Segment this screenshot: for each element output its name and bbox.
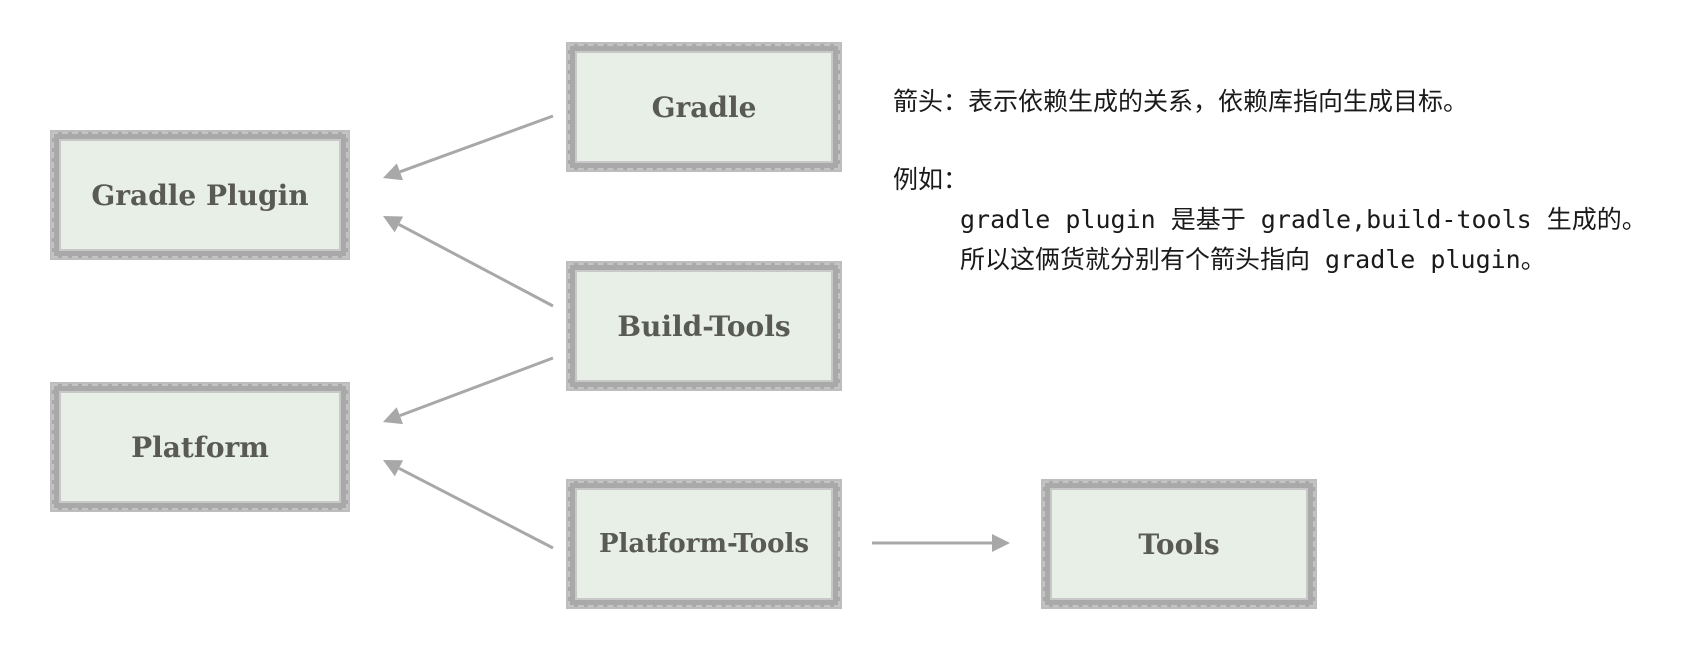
arrowhead-build-tools-to-gradle-plugin xyxy=(383,216,404,233)
node-label: Build-Tools xyxy=(617,309,791,343)
note-example-heading: 例如： xyxy=(893,165,969,194)
arrow-gradle-to-gradle-plugin xyxy=(399,114,554,174)
arrow-build-tools-to-gradle-plugin xyxy=(398,223,554,308)
node-gradle-plugin: Gradle Plugin xyxy=(52,132,348,258)
node-build-tools: Build-Tools xyxy=(568,263,840,389)
node-label: Gradle Plugin xyxy=(91,178,309,212)
note-arrow-meaning: 箭头：表示依赖生成的关系，依赖库指向生成目标。 xyxy=(893,87,1469,116)
node-platform: Platform xyxy=(52,384,348,510)
arrowhead-platform-tools-to-tools xyxy=(992,534,1010,552)
arrow-platform-tools-to-platform xyxy=(398,466,554,550)
node-label: Tools xyxy=(1138,527,1220,561)
node-label: Platform-Tools xyxy=(598,529,810,559)
arrow-build-tools-to-platform xyxy=(399,356,554,418)
arrowhead-platform-tools-to-platform xyxy=(383,460,404,477)
arrowhead-build-tools-to-platform xyxy=(383,407,404,425)
node-label: Gradle xyxy=(651,90,757,124)
arrowhead-gradle-to-gradle-plugin xyxy=(383,163,403,181)
node-gradle: Gradle xyxy=(568,44,840,170)
note-example-line-2: 所以这俩货就分别有个箭头指向 gradle plugin。 xyxy=(960,245,1546,274)
node-tools: Tools xyxy=(1043,481,1315,607)
node-label: Platform xyxy=(131,430,269,464)
note-example-line-1: gradle plugin 是基于 gradle,build-tools 生成的… xyxy=(960,205,1647,234)
node-platform-tools: Platform-Tools xyxy=(568,481,840,607)
